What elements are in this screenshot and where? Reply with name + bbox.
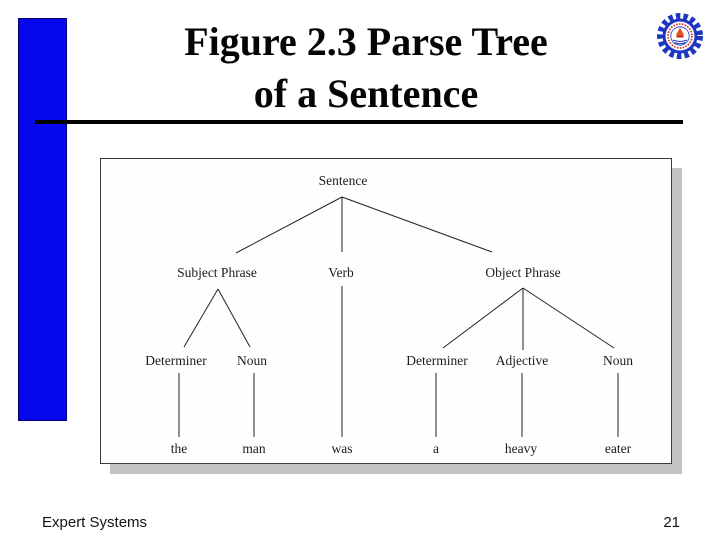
- institution-emblem-logo: [657, 13, 703, 59]
- accent-bar: [18, 18, 67, 421]
- logo-flame-icon: [676, 27, 684, 35]
- title-line-2: of a Sentence: [253, 71, 479, 116]
- title-underline: [35, 120, 683, 124]
- title-line-1: Figure 2.3 Parse Tree: [184, 19, 548, 64]
- parse-tree-figure-box: [100, 158, 672, 464]
- page-title: Figure 2.3 Parse Tree of a Sentence: [70, 16, 662, 120]
- footer-text: Expert Systems: [42, 514, 148, 531]
- page-number: 21: [663, 514, 680, 531]
